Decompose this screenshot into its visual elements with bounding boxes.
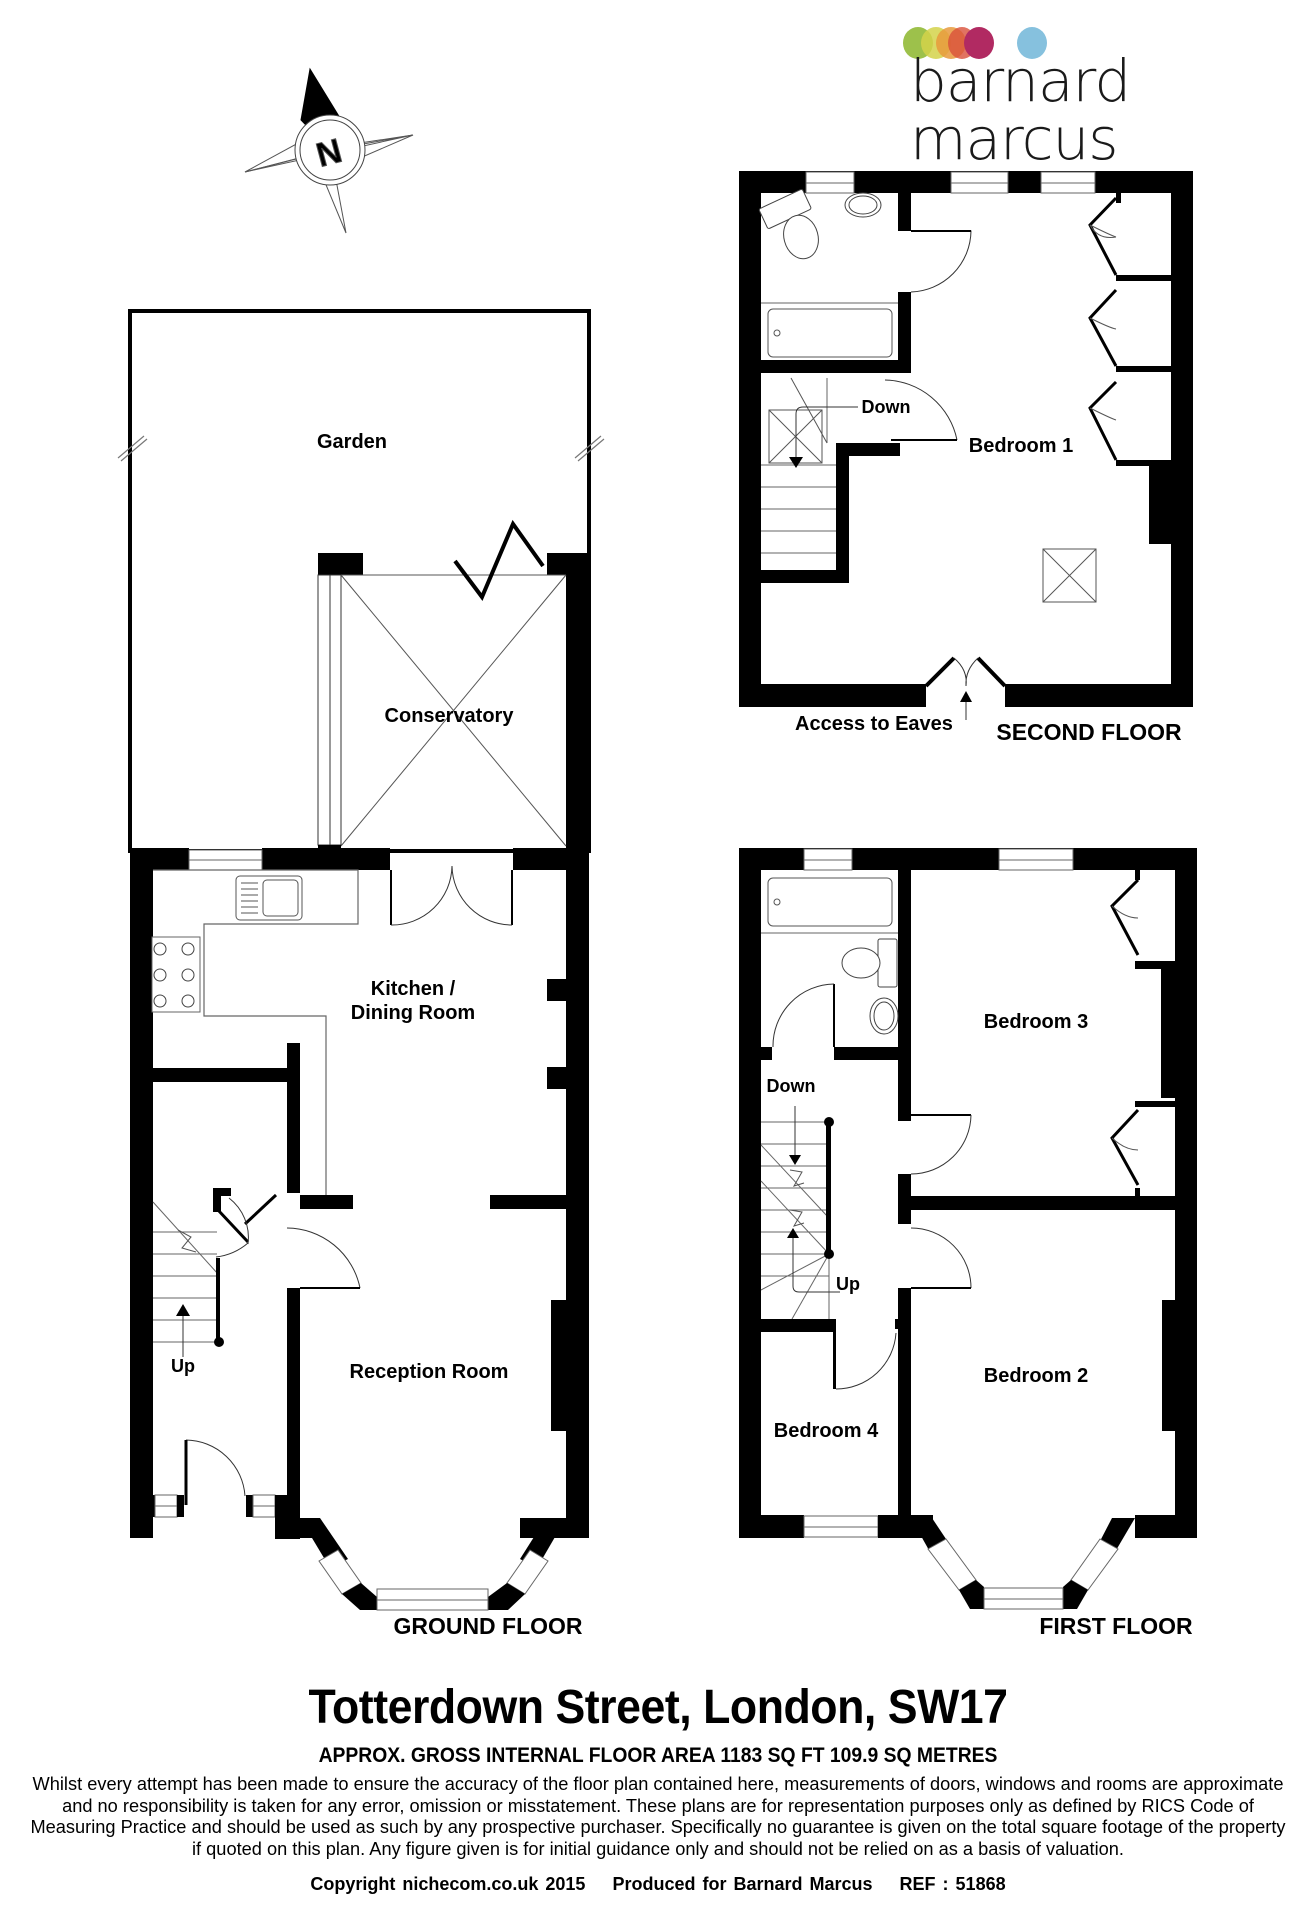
brand-logo-text: barnard marcus	[910, 47, 1131, 173]
stairs-up-label: Up	[171, 1356, 195, 1376]
brand-logo-dots	[903, 27, 1047, 59]
room-label-bedroom1: Bedroom 1	[969, 435, 1073, 457]
produced-for-text: Produced for Barnard Marcus	[612, 1874, 873, 1894]
floor-label-second: SECOND FLOOR	[996, 719, 1182, 745]
room-label-conservatory: Conservatory	[385, 705, 515, 727]
room-label-bedroom3: Bedroom 3	[984, 1011, 1088, 1033]
copyright-line: Copyright nichecom.co.uk 2015 Produced f…	[0, 1874, 1316, 1895]
reference-number: REF : 51868	[899, 1874, 1006, 1894]
room-label-reception: Reception Room	[350, 1361, 509, 1383]
room-label-bedroom4: Bedroom 4	[774, 1420, 879, 1442]
floor-label-ground: GROUND FLOOR	[393, 1613, 582, 1639]
copyright-text: Copyright nichecom.co.uk 2015	[310, 1874, 586, 1894]
disclaimer-text: Whilst every attempt has been made to en…	[30, 1773, 1286, 1859]
first-floor-plan: Bedroom 3 Bedroom 2 Bedroom 4 Down Up FI…	[739, 848, 1197, 1639]
room-label-kitchen-line2: Dining Room	[351, 1002, 475, 1024]
north-compass-icon: N	[244, 67, 414, 234]
room-label-kitchen-line1: Kitchen /	[371, 978, 456, 1000]
stairs-down-label: Down	[862, 397, 911, 417]
room-label-garden: Garden	[317, 431, 387, 453]
second-floor-plan: Bedroom 1 Down Access to Eaves SECOND FL…	[739, 171, 1193, 745]
stairs-up-label-first: Up	[836, 1274, 860, 1294]
floor-area-summary: APPROX. GROSS INTERNAL FLOOR AREA 1183 S…	[318, 1744, 998, 1767]
access-to-eaves-label: Access to Eaves	[795, 713, 953, 735]
stairs-down-label-first: Down	[767, 1076, 816, 1096]
ground-floor-plan: Garden Conservatory Kitchen / Dining Roo…	[117, 309, 605, 1639]
floor-label-first: FIRST FLOOR	[1039, 1613, 1193, 1639]
property-address-title: Totterdown Street, London, SW17	[308, 1681, 1008, 1734]
room-label-bedroom2: Bedroom 2	[984, 1365, 1088, 1387]
